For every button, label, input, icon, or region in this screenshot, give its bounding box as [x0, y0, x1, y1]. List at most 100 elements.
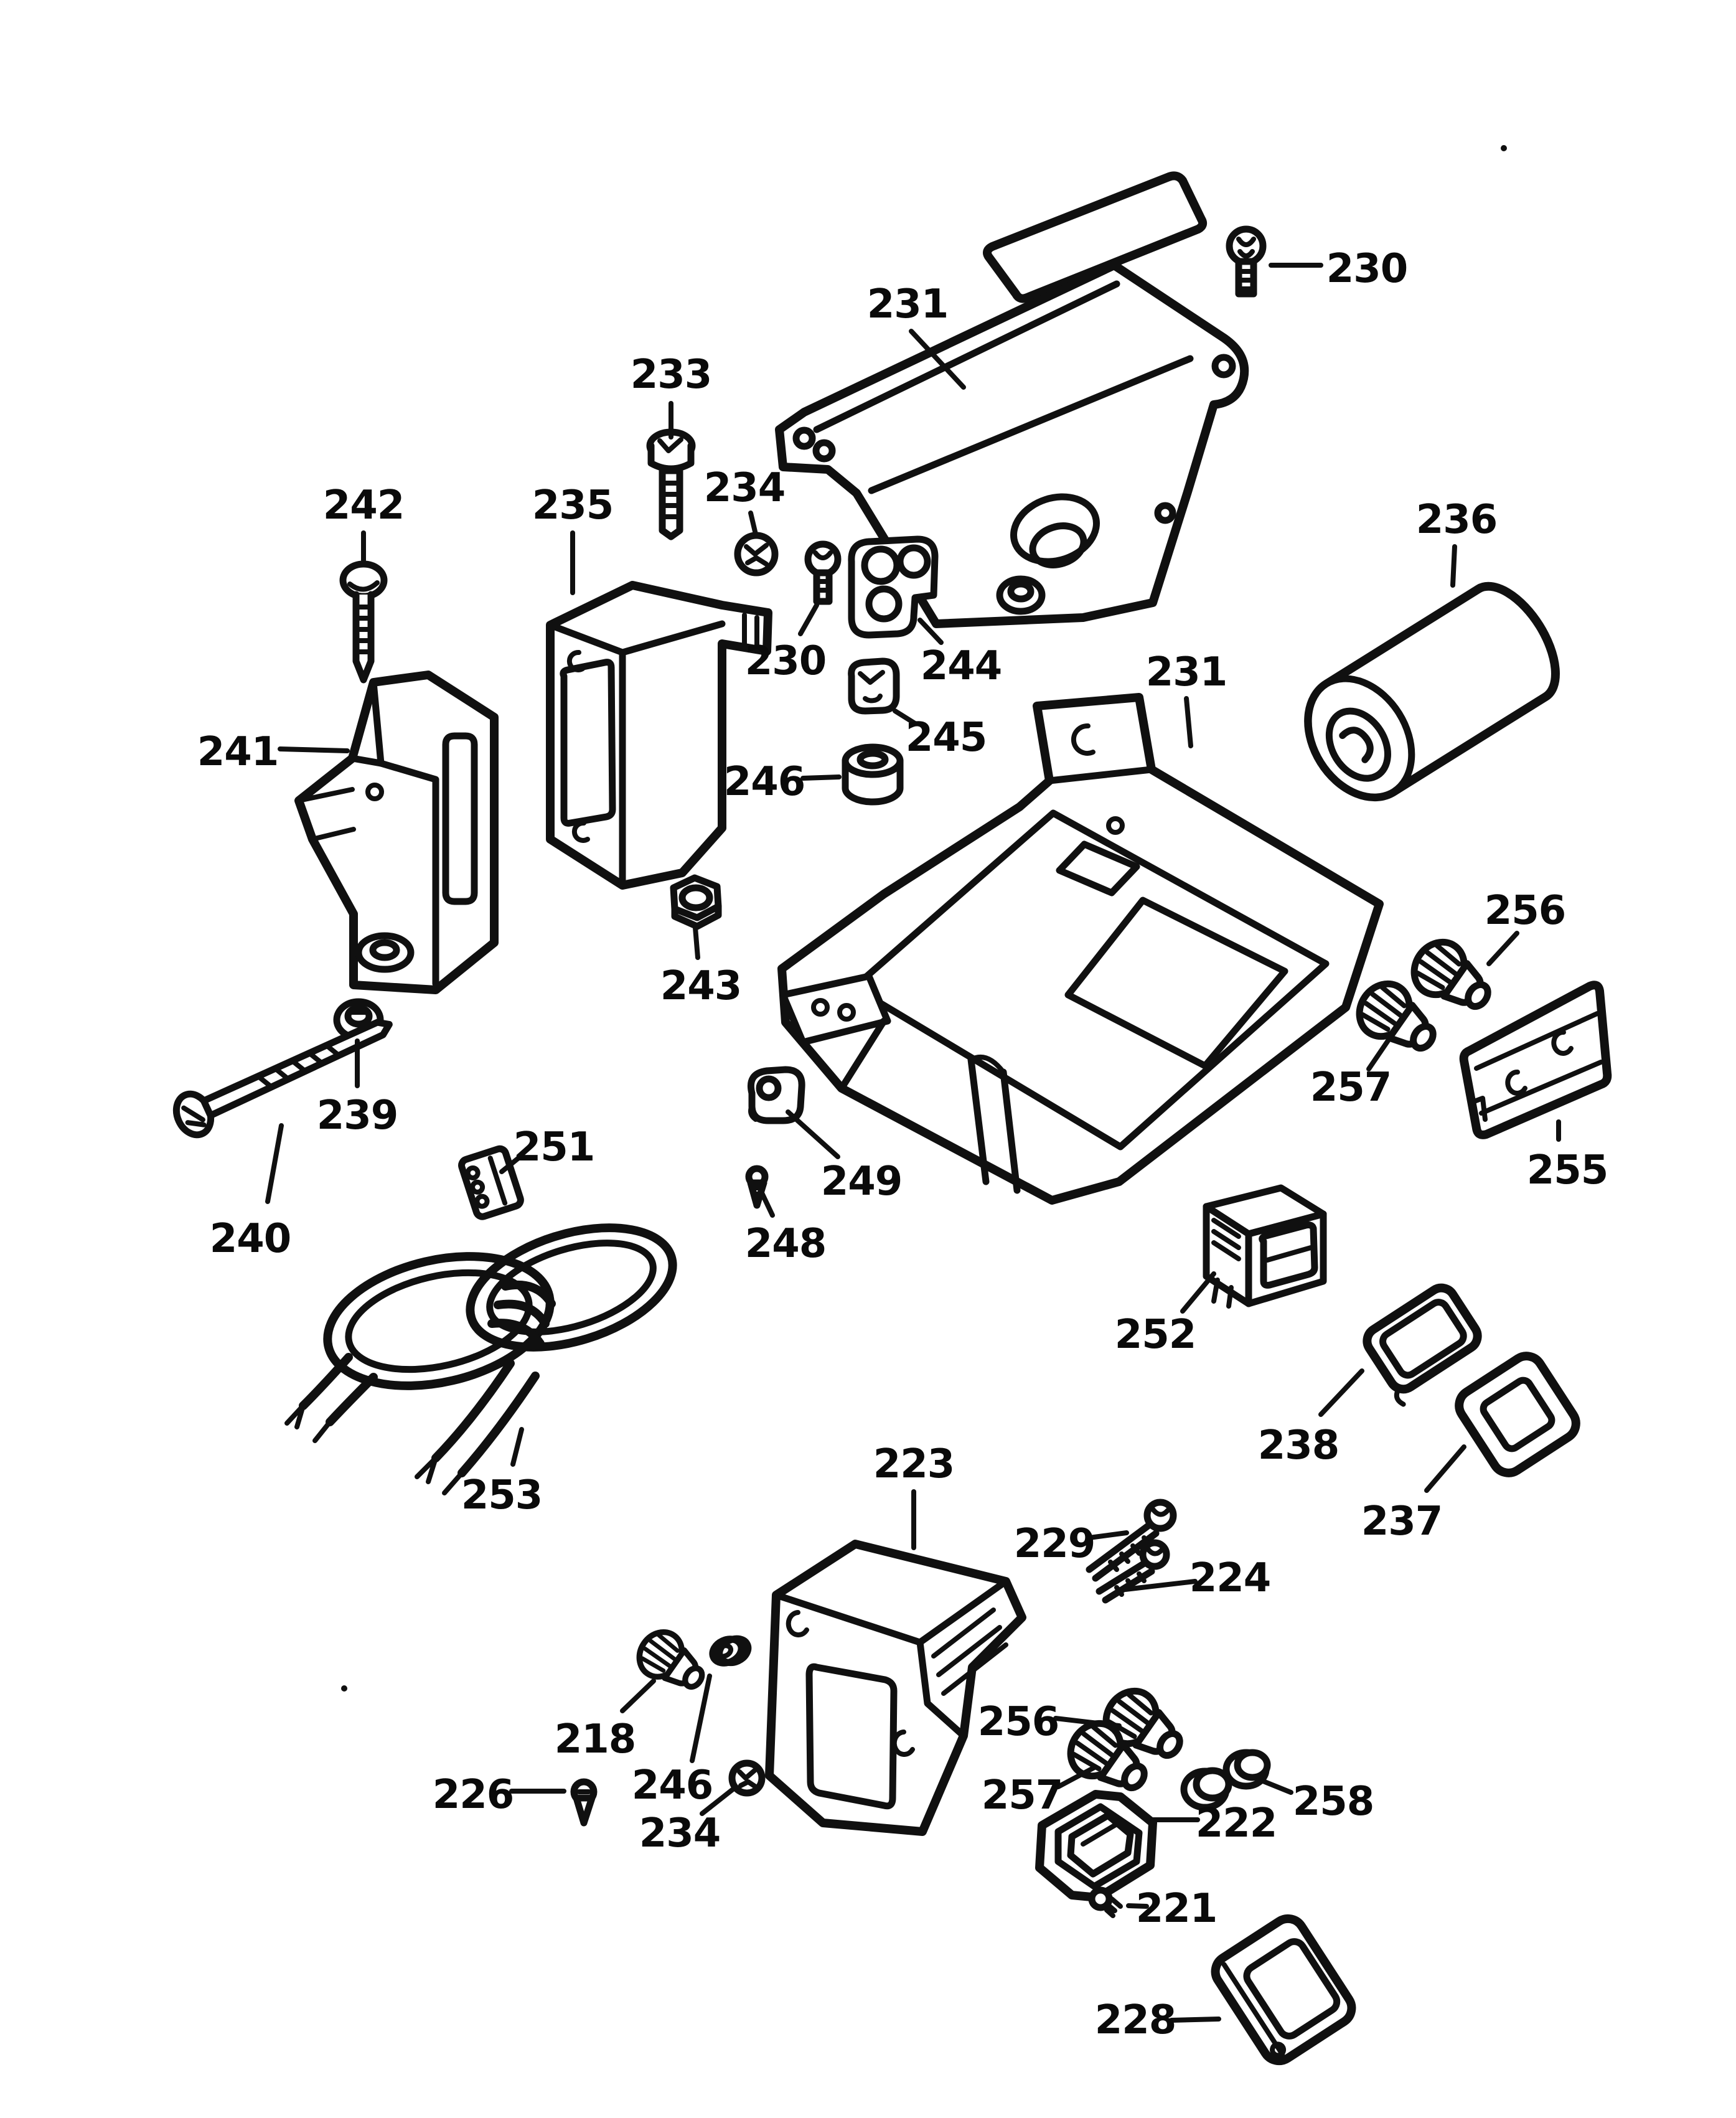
leader-237: [1424, 1444, 1466, 1493]
callout-257-upper: 257: [1310, 1065, 1392, 1111]
part-bracket-235: [546, 581, 772, 890]
callout-235: 235: [532, 482, 614, 529]
part-screw-240: [172, 1019, 393, 1139]
callout-253: 253: [461, 1472, 543, 1518]
leader-238: [1318, 1368, 1364, 1417]
callout-231-plate: 231: [867, 281, 949, 327]
leader-244: [917, 618, 944, 645]
part-plate-255: [1459, 981, 1612, 1139]
part-screw-230-top: [1226, 225, 1267, 298]
part-bracket-241: [294, 671, 499, 994]
callout-240: 240: [210, 1216, 291, 1262]
leader-231-housing: [1184, 696, 1193, 748]
leader-256-lower: [1053, 1716, 1122, 1728]
callout-256-lower: 256: [978, 1699, 1059, 1745]
leader-228: [1169, 2017, 1221, 2023]
leader-241: [278, 746, 350, 753]
callout-229: 229: [1014, 1521, 1096, 1567]
callout-257-lower: 257: [982, 1772, 1063, 1819]
callout-236: 236: [1416, 497, 1498, 543]
callout-255: 255: [1527, 1147, 1608, 1193]
callout-218: 218: [555, 1716, 636, 1763]
leader-234-upper: [748, 511, 758, 537]
part-clamp-244: [848, 535, 939, 639]
leader-248: [759, 1189, 775, 1218]
leader-224: [1123, 1579, 1198, 1592]
part-frame-237: [1455, 1352, 1580, 1477]
leader-218: [620, 1678, 656, 1713]
callout-251: 251: [514, 1124, 595, 1170]
part-housing-223: [765, 1540, 1026, 1836]
callout-243: 243: [660, 963, 742, 1009]
leader-234-lower: [700, 1786, 737, 1816]
leader-230-mid: [798, 603, 819, 636]
callout-234-upper: 234: [704, 465, 786, 511]
callout-249: 249: [821, 1159, 903, 1205]
callout-258: 258: [1293, 1779, 1374, 1825]
callout-222: 222: [1196, 1800, 1277, 1847]
part-plate-231: [775, 261, 1249, 628]
part-cover-strip: [983, 171, 1208, 303]
part-plate-228: [1211, 1914, 1356, 2066]
leader-257-upper: [1366, 1037, 1391, 1071]
leader-246-lower: [690, 1673, 712, 1763]
part-nut-234-lower: [728, 1759, 766, 1797]
leader-236: [1450, 544, 1457, 588]
part-cylinder-236: [1304, 581, 1560, 802]
callout-238: 238: [1258, 1423, 1340, 1469]
part-nut-245: [848, 657, 900, 715]
callout-245: 245: [906, 715, 987, 761]
part-cord-253: [284, 1223, 677, 1495]
callout-234-lower: 234: [639, 1810, 721, 1857]
callout-230-mid: 230: [745, 638, 827, 684]
callout-246-upper: 246: [724, 759, 805, 805]
leader-252: [1180, 1271, 1216, 1314]
leader-258: [1256, 1777, 1293, 1795]
leader-231-plate: [909, 329, 966, 390]
part-button-238: [1363, 1283, 1482, 1407]
part-bushing-246-lower: [709, 1635, 752, 1667]
ink-speck: [341, 1685, 347, 1692]
part-switch-252: [1203, 1184, 1327, 1309]
leader-229: [1087, 1530, 1129, 1540]
part-housing-231: [777, 693, 1384, 1205]
part-cap-258a: [1180, 1767, 1232, 1811]
callout-241: 241: [197, 729, 279, 775]
leader-256-upper: [1486, 931, 1519, 966]
part-bushing-246-upper: [842, 743, 904, 806]
part-screw-230-mid: [804, 540, 842, 605]
callout-244: 244: [921, 643, 1002, 689]
callout-237: 237: [1361, 1499, 1443, 1545]
leader-249: [786, 1109, 840, 1159]
leader-246-upper: [800, 774, 842, 781]
leader-240: [265, 1123, 284, 1204]
leader-257-lower: [1056, 1764, 1098, 1789]
callout-256-upper: 256: [1485, 888, 1566, 934]
leader-243: [693, 925, 700, 960]
callout-221: 221: [1136, 1886, 1218, 1932]
callout-246-lower: 246: [632, 1763, 713, 1809]
callout-233: 233: [631, 352, 712, 398]
leader-251: [499, 1153, 524, 1174]
part-bolt-233: [646, 428, 696, 540]
part-cap-258b: [1222, 1749, 1271, 1790]
callout-228: 228: [1095, 1997, 1176, 2043]
callout-layer: 230 231 233 242 235 234 230 244 245 246 236 231 241 2…: [197, 145, 1608, 2043]
callout-252: 252: [1115, 1312, 1196, 1358]
callout-231-housing: 231: [1146, 649, 1227, 695]
part-nut-243: [670, 874, 722, 930]
part-nut-234-upper: [734, 532, 779, 577]
callout-239: 239: [317, 1093, 398, 1139]
part-pin-226: [570, 1778, 598, 1827]
part-screw-242: [339, 560, 388, 684]
part-clip-249: [748, 1066, 805, 1124]
ink-speck: [1501, 145, 1507, 151]
part-screw-224: [1096, 1539, 1170, 1604]
callout-230-top: 230: [1326, 246, 1408, 292]
leader-253: [510, 1427, 524, 1467]
callout-224: 224: [1189, 1555, 1271, 1601]
callout-248: 248: [745, 1221, 827, 1267]
callout-242: 242: [323, 482, 405, 529]
